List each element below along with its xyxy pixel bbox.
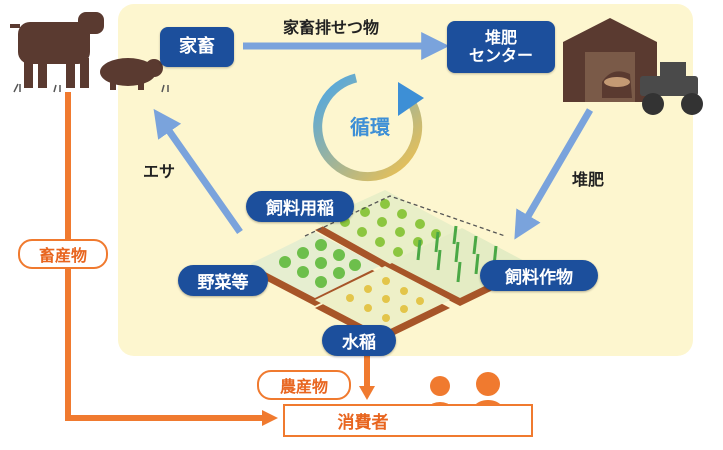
node-compost-center: 堆肥 センター [447, 21, 555, 73]
wheel-loader-icon [602, 62, 703, 115]
node-vegetables: 野菜等 [178, 265, 268, 296]
arrow-compost [514, 108, 594, 240]
label-livestock-products: 畜産物 [18, 239, 108, 269]
node-feed-rice: 飼料用稲 [246, 191, 354, 222]
label-agricultural-products: 農産物 [257, 370, 351, 400]
grass-icon [13, 83, 169, 93]
consumer-label: 消費者 [337, 413, 389, 433]
label-excrement: 家畜排せつ物 [283, 18, 380, 37]
arrow-livestock-products [65, 92, 278, 426]
cow-icon [10, 12, 104, 88]
pig-icon [100, 58, 163, 90]
label-compost: 堆肥 [572, 170, 605, 189]
node-feed-crops: 飼料作物 [480, 260, 598, 291]
cycle-label: 循環 [350, 115, 390, 139]
arrow-agricultural-products [359, 356, 375, 400]
cycle-arrow-icon [313, 73, 424, 182]
arrow-feed [153, 108, 243, 235]
node-livestock: 家畜 [160, 27, 234, 67]
label-feed: エサ [143, 162, 176, 181]
farm-outline [304, 195, 506, 237]
node-consumer: 消費者 [283, 404, 533, 437]
node-paddy-rice: 水稲 [322, 325, 396, 356]
